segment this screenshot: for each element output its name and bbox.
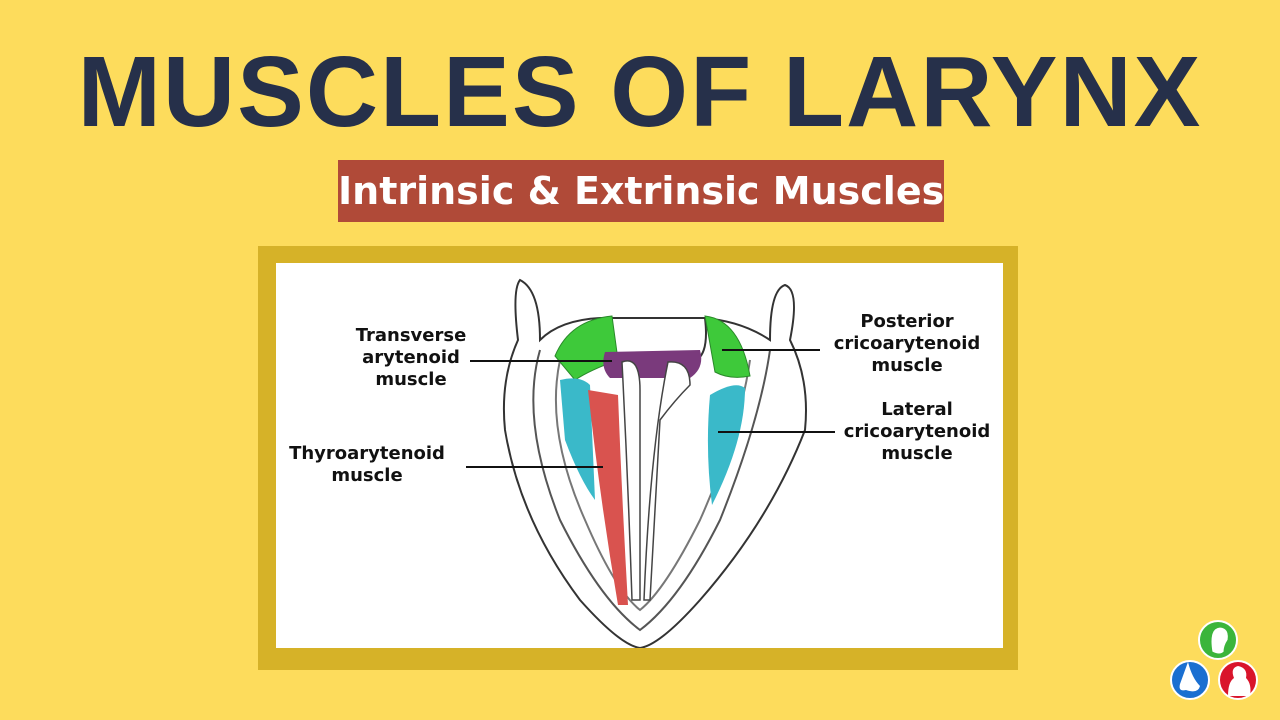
thyroarytenoid-muscle (588, 390, 628, 605)
posterior-cricoarytenoid-muscle (554, 315, 619, 381)
label-posterior-cricoarytenoid: Posterior cricoarytenoid muscle (833, 311, 981, 376)
lateral-cricoarytenoid-muscle-right (707, 385, 745, 505)
label-thyroarytenoid: Thyroarytenoid muscle (289, 443, 445, 486)
nose-icon (1170, 660, 1210, 700)
larynx-diagram: Transverse arytenoid muscle Thyroaryteno… (276, 263, 1003, 648)
larynx-illustration (466, 278, 835, 648)
throat-icon (1218, 660, 1258, 700)
lateral-cricoarytenoid-muscle (560, 378, 595, 500)
page-title: MUSCLES OF LARYNX (77, 36, 1203, 148)
label-lateral-cricoarytenoid: Lateral cricoarytenoid muscle (843, 399, 991, 464)
ear-icon (1198, 620, 1238, 660)
vocal-fold-right (643, 361, 691, 601)
label-transverse-arytenoid: Transverse arytenoid muscle (355, 325, 467, 390)
vocal-fold-left (621, 360, 641, 601)
subtitle-banner: Intrinsic & Extrinsic Muscles (338, 160, 944, 222)
posterior-cricoarytenoid-muscle-right (704, 315, 751, 378)
ent-logo (1170, 620, 1258, 700)
